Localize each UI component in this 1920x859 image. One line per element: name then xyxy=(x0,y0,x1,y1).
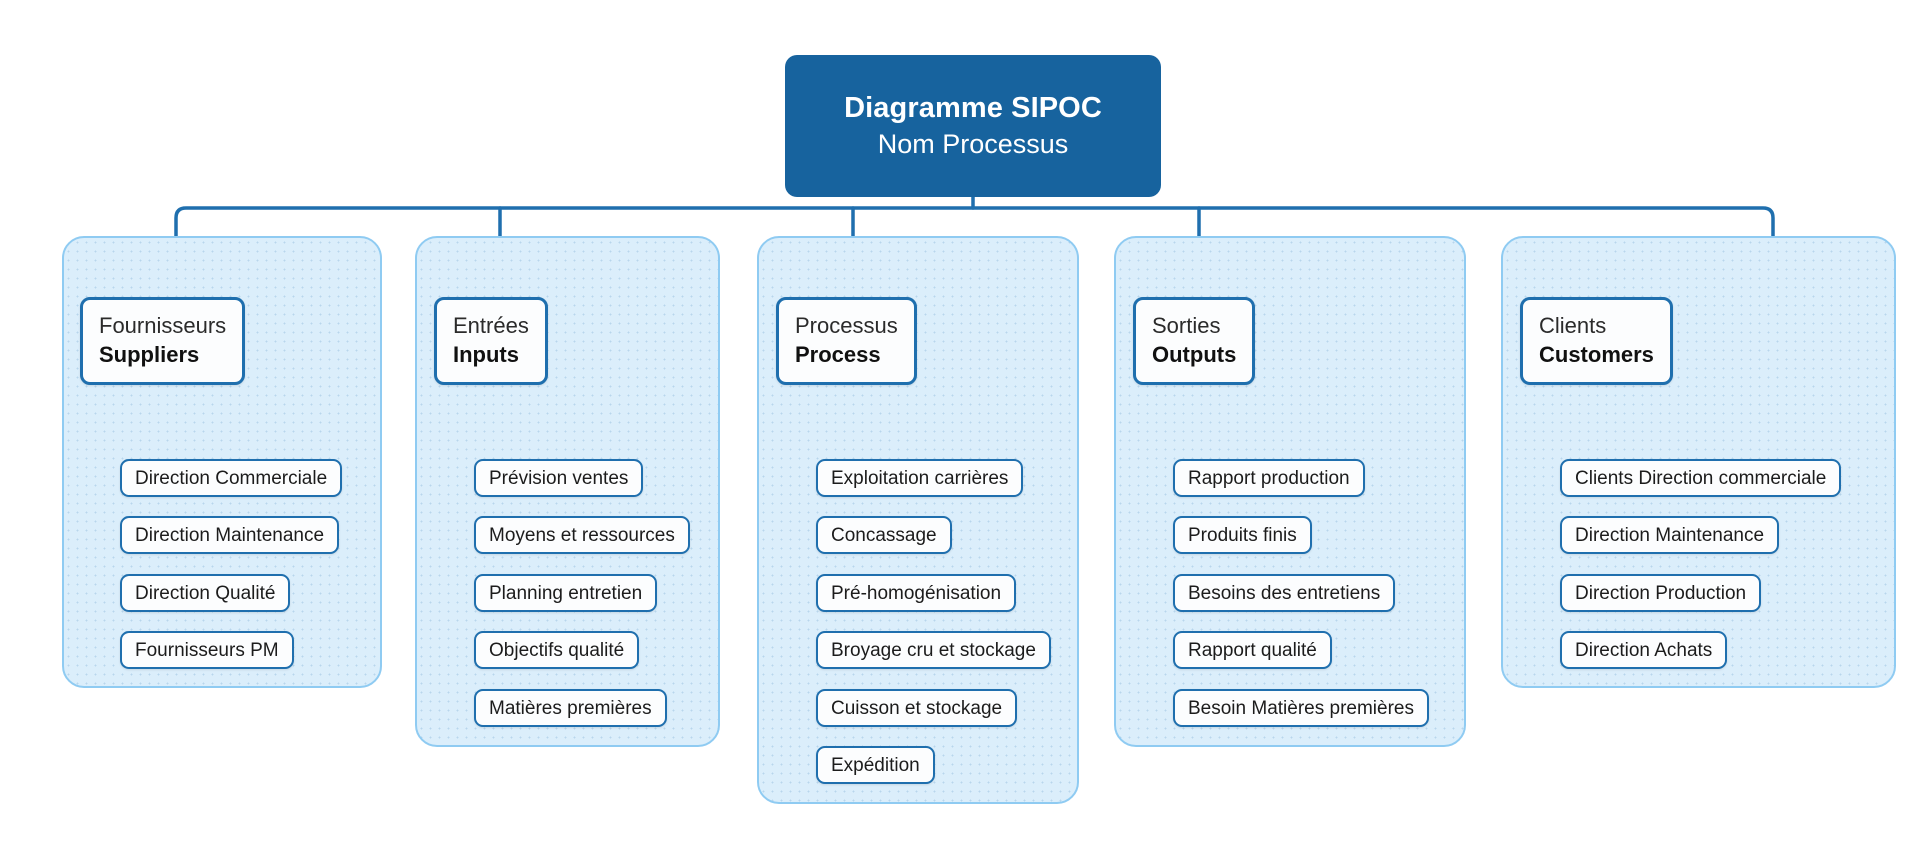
list-item-label: Moyens et ressources xyxy=(489,524,675,546)
header-label-fr: Fournisseurs xyxy=(99,313,227,338)
header-card-process[interactable]: Processus Process xyxy=(776,297,917,386)
header-label-en: Outputs xyxy=(1152,341,1237,367)
list-item[interactable]: Concassage xyxy=(816,516,952,554)
list-item[interactable]: Moyens et ressources xyxy=(474,516,690,554)
list-item[interactable]: Planning entretien xyxy=(474,574,658,612)
list-item-label: Rapport qualité xyxy=(1188,639,1317,661)
list-item[interactable]: Rapport production xyxy=(1173,459,1365,497)
list-item-label: Exploitation carrières xyxy=(831,467,1009,489)
header-card-inputs[interactable]: Entrées Inputs xyxy=(434,297,548,386)
list-item[interactable]: Direction Commerciale xyxy=(120,459,343,497)
list-item[interactable]: Direction Maintenance xyxy=(120,516,340,554)
list-item-label: Direction Production xyxy=(1575,582,1747,604)
list-item-label: Clients Direction commerciale xyxy=(1575,467,1827,489)
list-item[interactable]: Exploitation carrières xyxy=(816,459,1024,497)
diagram-title-card: Diagramme SIPOC Nom Processus xyxy=(785,55,1161,197)
list-item-label: Objectifs qualité xyxy=(489,639,625,661)
list-item-label: Rapport production xyxy=(1188,467,1350,489)
list-item[interactable]: Besoin Matières premières xyxy=(1173,689,1429,727)
header-label-en: Process xyxy=(795,341,881,367)
list-item[interactable]: Direction Production xyxy=(1560,574,1762,612)
header-card-customers[interactable]: Clients Customers xyxy=(1520,297,1673,386)
header-label-fr: Processus xyxy=(795,313,898,338)
header-label-en: Inputs xyxy=(453,341,519,367)
list-item-label: Pré-homogénisation xyxy=(831,582,1002,604)
header-label-en: Customers xyxy=(1539,341,1654,367)
list-item-label: Cuisson et stockage xyxy=(831,697,1003,719)
header-label-fr: Entrées xyxy=(453,313,529,338)
list-item[interactable]: Broyage cru et stockage xyxy=(816,631,1051,669)
list-item-label: Besoins des entretiens xyxy=(1188,582,1381,604)
list-item[interactable]: Prévision ventes xyxy=(474,459,644,497)
list-item-label: Direction Maintenance xyxy=(1575,524,1765,546)
list-item-label: Broyage cru et stockage xyxy=(831,639,1036,661)
list-item[interactable]: Direction Achats xyxy=(1560,631,1728,669)
list-item[interactable]: Matières premières xyxy=(474,689,667,727)
list-item-label: Concassage xyxy=(831,524,937,546)
diagram-title-sub: Nom Processus xyxy=(877,129,1069,160)
list-item[interactable]: Besoins des entretiens xyxy=(1173,574,1396,612)
list-item[interactable]: Produits finis xyxy=(1173,516,1312,554)
list-item[interactable]: Rapport qualité xyxy=(1173,631,1332,669)
list-item-label: Prévision ventes xyxy=(489,467,629,489)
list-item-label: Besoin Matières premières xyxy=(1188,697,1414,719)
list-item[interactable]: Cuisson et stockage xyxy=(816,689,1018,727)
list-item[interactable]: Pré-homogénisation xyxy=(816,574,1017,612)
list-item[interactable]: Direction Maintenance xyxy=(1560,516,1780,554)
header-label-fr: Sorties xyxy=(1152,313,1221,338)
list-item-label: Direction Achats xyxy=(1575,639,1713,661)
list-item-label: Produits finis xyxy=(1188,524,1297,546)
header-card-outputs[interactable]: Sorties Outputs xyxy=(1133,297,1256,386)
list-item[interactable]: Objectifs qualité xyxy=(474,631,640,669)
list-item-label: Matières premières xyxy=(489,697,652,719)
list-item[interactable]: Direction Qualité xyxy=(120,574,291,612)
list-item[interactable]: Fournisseurs PM xyxy=(120,631,294,669)
list-item-label: Fournisseurs PM xyxy=(135,639,279,661)
diagram-title-main: Diagramme SIPOC xyxy=(844,92,1102,125)
list-item-label: Direction Commerciale xyxy=(135,467,328,489)
list-item-label: Direction Qualité xyxy=(135,582,276,604)
list-item[interactable]: Clients Direction commerciale xyxy=(1560,459,1842,497)
list-item-label: Planning entretien xyxy=(489,582,643,604)
list-item[interactable]: Expédition xyxy=(816,746,935,784)
header-label-en: Suppliers xyxy=(99,341,200,367)
list-item-label: Expédition xyxy=(831,754,920,776)
header-card-suppliers[interactable]: Fournisseurs Suppliers xyxy=(80,297,246,386)
list-item-label: Direction Maintenance xyxy=(135,524,325,546)
header-label-fr: Clients xyxy=(1539,313,1607,338)
